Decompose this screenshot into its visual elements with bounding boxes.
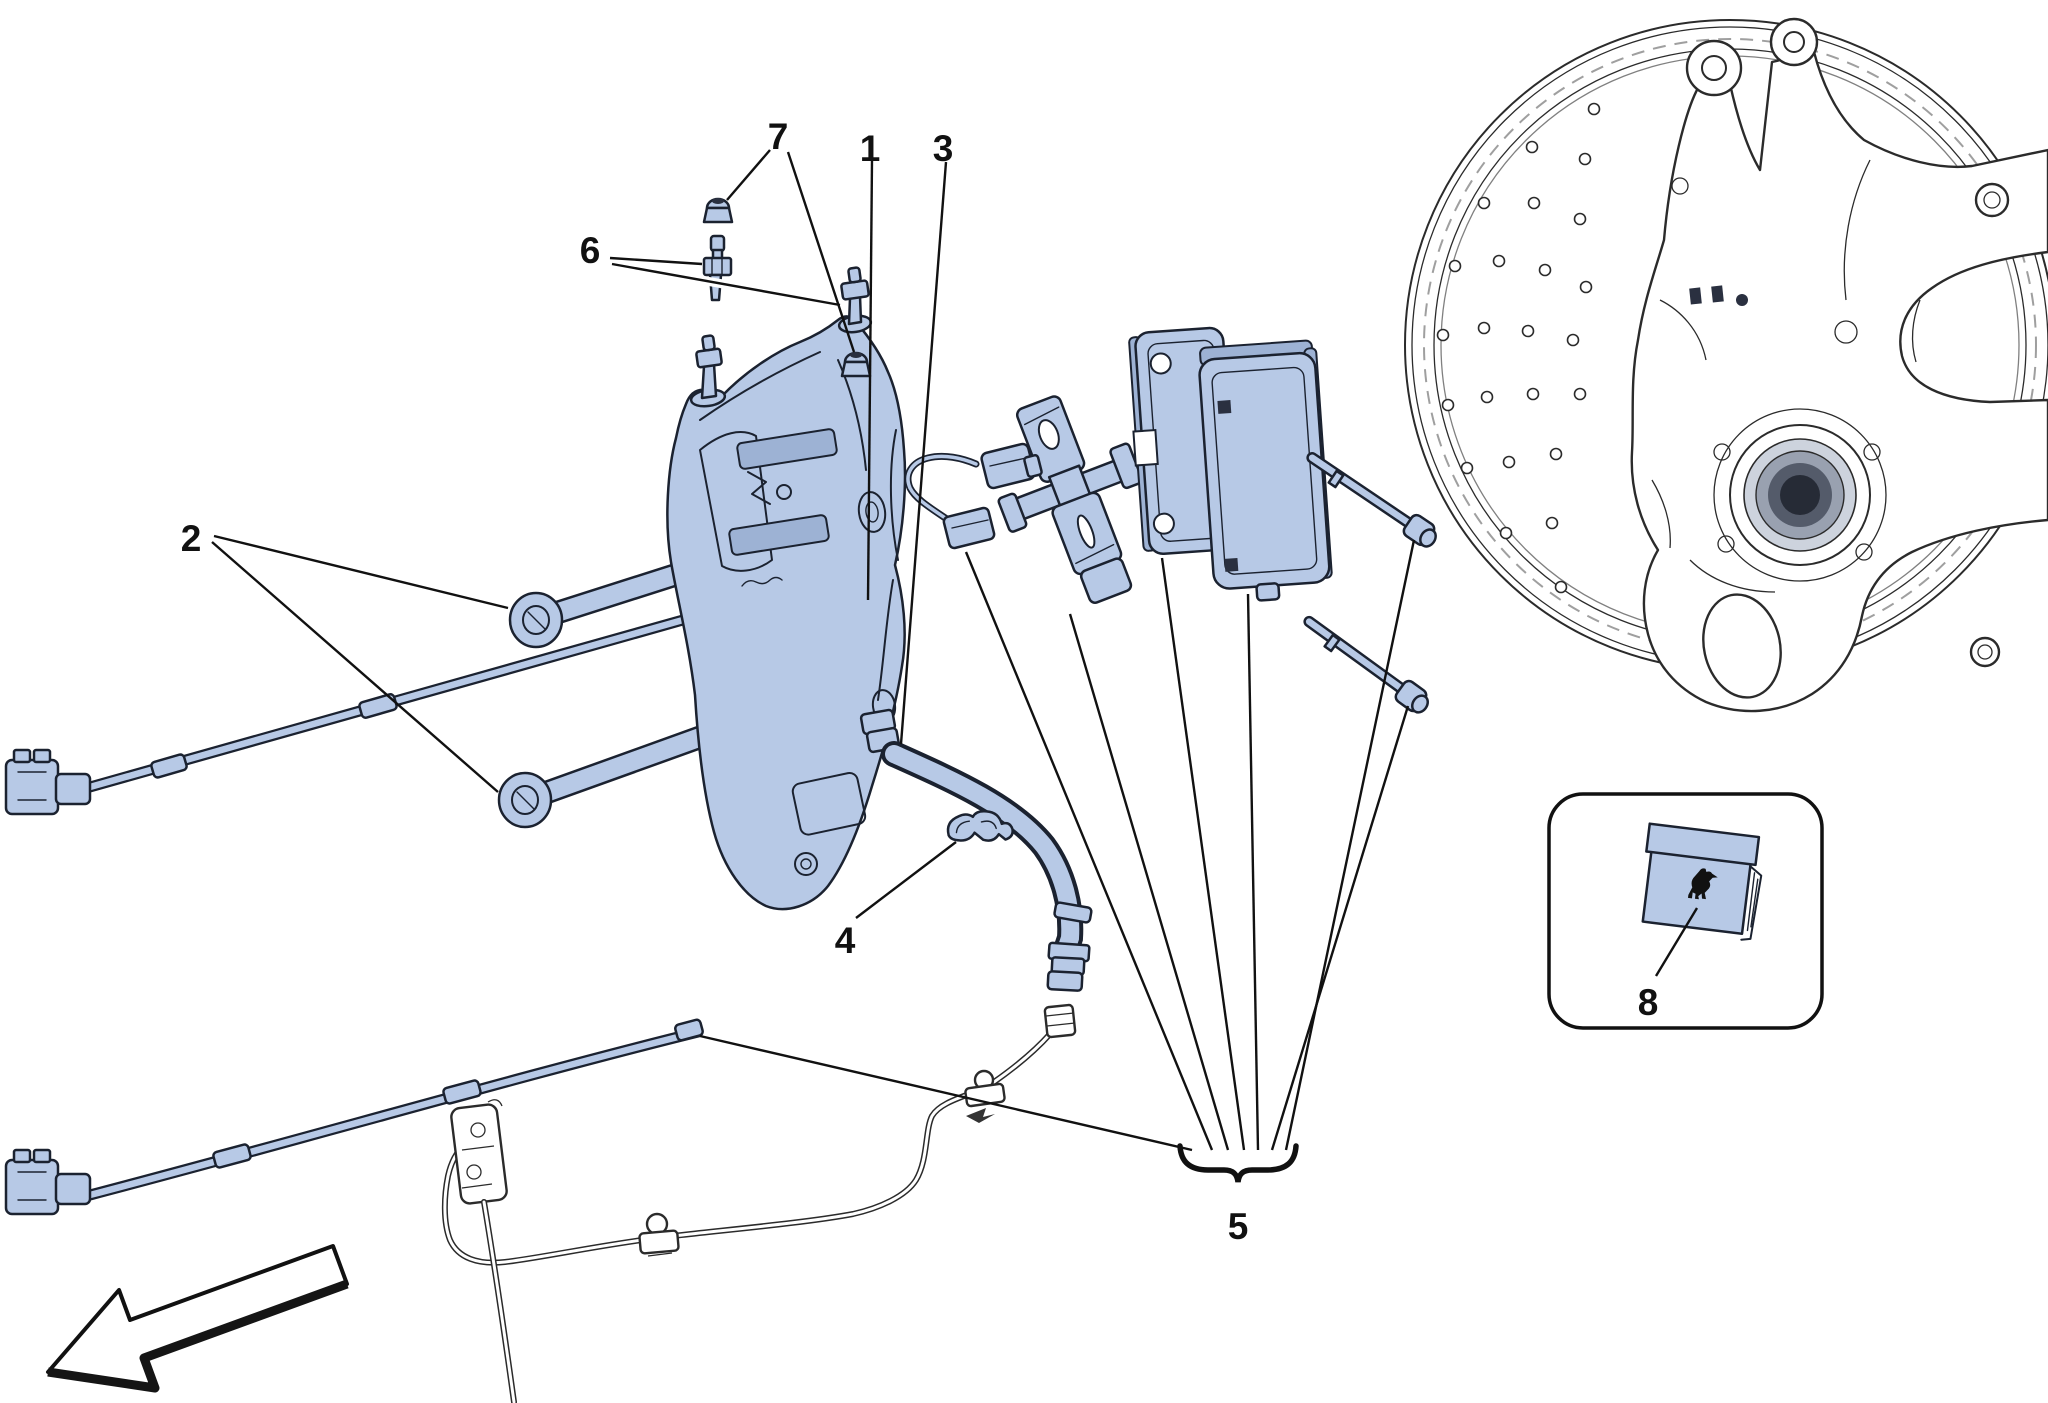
leader-lines xyxy=(211,149,1416,1183)
leader-line-6b xyxy=(611,262,841,307)
callout-5: 5 xyxy=(1228,1206,1249,1247)
brake-pad-outer xyxy=(1198,339,1333,602)
ferrari-prancing-horse-icon xyxy=(1687,868,1718,900)
pad-retaining-pin-1 xyxy=(1306,452,1437,548)
pipe-clamp-left xyxy=(638,1212,680,1257)
callout-7: 7 xyxy=(768,116,789,157)
pad-wear-sensor-cable-lower xyxy=(4,1018,704,1216)
leader-line-8 xyxy=(1654,907,1699,977)
brake-caliper xyxy=(666,266,907,911)
kit-box xyxy=(1547,792,1824,1030)
sensor-marks xyxy=(1689,285,1748,306)
direction-arrow-icon xyxy=(46,1244,349,1393)
leader-line-3 xyxy=(899,161,948,745)
bleed-screw-loose xyxy=(702,234,733,302)
leader-line-2b xyxy=(211,541,499,793)
callout-1: 1 xyxy=(860,128,881,169)
leader-line-4 xyxy=(855,841,957,919)
wheel-bearing xyxy=(1713,408,1887,582)
caliper-pad-bridge xyxy=(728,428,838,556)
callout-2: 2 xyxy=(181,518,202,559)
bleed-screw-cap-loose-left xyxy=(702,197,734,224)
group-5-leader-lines xyxy=(699,539,1416,1152)
pipe-clip-block xyxy=(450,1099,508,1205)
wheel-hub-carrier xyxy=(1630,17,2048,713)
hose-retaining-clip xyxy=(946,809,1014,842)
bleed-screw-mounted-left xyxy=(689,334,727,408)
callout-6: 6 xyxy=(580,230,601,271)
leader-line-7b xyxy=(786,151,856,353)
brake-hose xyxy=(859,708,1093,992)
disc-drill-holes xyxy=(1436,102,1601,594)
caliper-logo-squiggle xyxy=(741,576,783,587)
chassis-brake-pipe xyxy=(441,1003,1077,1403)
pad-retaining-pin-2 xyxy=(1303,615,1429,714)
group-5-brace xyxy=(1177,1143,1299,1183)
callout-3: 3 xyxy=(933,128,954,169)
pad-wear-sensor-cable-upper xyxy=(4,612,696,816)
leader-line-1 xyxy=(866,159,874,601)
callout-8: 8 xyxy=(1638,982,1659,1023)
pipe-union-fitting xyxy=(1043,1003,1077,1039)
bleed-screw-mounted-right xyxy=(837,266,873,334)
pad-wear-sensor-pigtail xyxy=(904,442,1043,550)
leader-line-6a xyxy=(609,256,703,266)
leader-line-2a xyxy=(213,534,509,610)
kit-pouch xyxy=(1641,822,1763,941)
callout-4: 4 xyxy=(835,920,856,961)
leader-line-7a xyxy=(726,149,771,201)
sensor-connector-lower xyxy=(4,1148,92,1216)
sensor-connector-upper xyxy=(4,748,92,816)
pad-spring-clip xyxy=(997,395,1144,604)
dropping-wire xyxy=(481,1199,517,1403)
